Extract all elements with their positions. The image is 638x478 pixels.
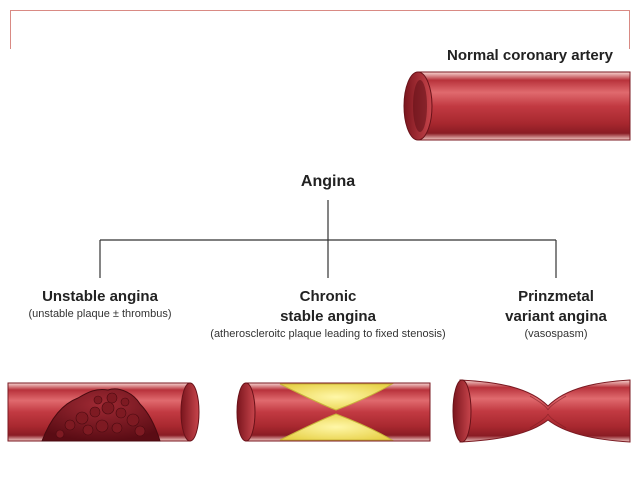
vasospasm-artery-illustration (452, 379, 631, 443)
stable-artery-illustration (236, 382, 431, 442)
normal-artery-illustration (403, 71, 631, 141)
branch-title-line2: variant angina (505, 308, 607, 325)
branch-title-line1: Prinzmetal (518, 288, 594, 305)
slide-frame (10, 10, 630, 49)
branch-chronic-stable: Chronic stable angina (atheroscleroitc p… (178, 288, 478, 340)
branch-subtitle: (atheroscleroitc plaque leading to fixed… (210, 328, 446, 340)
root-label: Angina (300, 173, 356, 190)
branch-subtitle: (vasospasm) (524, 328, 588, 340)
branch-prinzmetal: Prinzmetal variant angina (vasospasm) (486, 288, 626, 340)
branch-title-line2: stable angina (280, 308, 376, 325)
branch-title-line1: Chronic (299, 288, 357, 305)
branch-title: Unstable angina (42, 288, 158, 305)
plaque-top (279, 383, 394, 411)
unstable-artery-illustration (7, 382, 200, 442)
branch-unstable: Unstable angina (unstable plaque ± throm… (0, 288, 200, 320)
normal-artery-label: Normal coronary artery (447, 47, 613, 64)
branch-subtitle: (unstable plaque ± thrombus) (28, 308, 172, 320)
tree-connectors (99, 200, 557, 278)
plaque-bottom (279, 413, 394, 441)
